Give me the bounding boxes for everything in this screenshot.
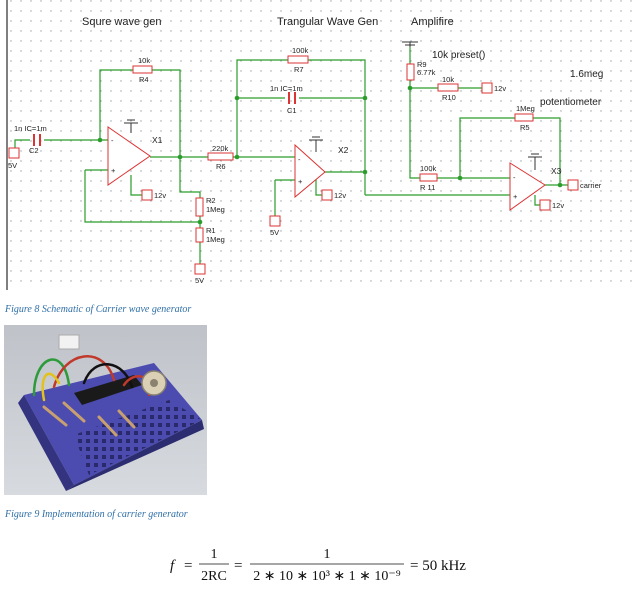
x3-minus-pin: - (513, 173, 516, 182)
c1-ref: C1 (287, 106, 297, 115)
eq-den1: 2RC (201, 569, 227, 584)
schematic-figure: Squre wave gen Trangular Wave Gen Amplif… (6, 0, 633, 290)
breadboard-photo (4, 325, 207, 495)
r7-ref: R7 (294, 65, 304, 74)
eq-num2: 1 (324, 547, 331, 562)
title-square-wave: Squre wave gen (82, 16, 162, 28)
eq-equals: = (184, 558, 192, 574)
eq-den2: 2 ∗ 10 ∗ 10³ ∗ 1 ∗ 10⁻⁹ (253, 569, 401, 584)
r9-value: 6.77k (417, 68, 436, 77)
r11-ref: R 11 (420, 183, 435, 192)
frequency-equation: f = 1 2RC = 1 2 ∗ 10 ∗ 10³ ∗ 1 ∗ 10⁻⁹ = … (170, 547, 466, 584)
source-label-12v-x2: 12v (334, 191, 346, 200)
x2-minus-pin: - (298, 155, 301, 164)
note-potentiometer: potentiometer (540, 97, 602, 108)
r11-value: 100k (420, 164, 437, 173)
opamp-x3-symbol (509, 162, 546, 211)
r6-value: 220k (212, 144, 229, 153)
opamp-x3-label: X3 (551, 166, 562, 176)
eq-equals2: = (234, 558, 242, 574)
source-label-12v-x3: 12v (552, 201, 564, 210)
title-amplifier: Amplifire (411, 16, 454, 28)
x2-plus-pin: + (298, 177, 303, 186)
r10-value: 10k (442, 75, 454, 84)
r10-ref: R10 (442, 93, 456, 102)
eq-lhs: f (170, 558, 176, 574)
x3-plus-pin: + (513, 192, 518, 201)
c2-value: 1n IC=1m (14, 124, 47, 133)
figure-8-caption: Figure 8 Schematic of Carrier wave gener… (5, 304, 192, 315)
eq-result: = 50 kHz (410, 558, 466, 574)
x1-plus-pin: + (111, 166, 116, 175)
x1-minus-pin: - (111, 136, 114, 145)
opamp-x1-label: X1 (152, 135, 163, 145)
c2-ref: C2 (29, 146, 39, 155)
source-label-12v-x1: 12v (154, 191, 166, 200)
opamp-x2-label: X2 (338, 145, 349, 155)
r2-value: 1Meg (206, 205, 225, 214)
opamp-x1-symbol (107, 126, 151, 186)
opamp-x2-symbol (294, 143, 326, 199)
note-1-6meg: 1.6meg (570, 69, 603, 80)
r2-ref: R2 (206, 196, 216, 205)
r5-value: 1Meg (516, 104, 535, 113)
r6-ref: R6 (216, 162, 226, 171)
figure-9-caption: Figure 9 Implementation of carrier gener… (5, 509, 188, 520)
note-10k-preset: 10k preset() (432, 50, 485, 61)
r9-ref: R9 (417, 60, 427, 69)
eq-num1: 1 (211, 547, 218, 562)
source-label-5v-r1: 5V (195, 276, 204, 285)
source-label-5v-x2: 5V (270, 228, 279, 237)
r1-ref: R1 (206, 226, 216, 235)
r1-value: 1Meg (206, 235, 225, 244)
c1-value: 1n IC=1m (270, 84, 303, 93)
r7-value: 100k (292, 46, 309, 55)
title-triangular-wave: Trangular Wave Gen (277, 16, 378, 28)
output-carrier-label: carrier (580, 181, 602, 190)
r4-ref: R4 (139, 75, 149, 84)
r5-ref: R5 (520, 123, 530, 132)
source-label-5v-c2: 5V (8, 161, 17, 170)
source-label-12v-r10: 12v (494, 84, 506, 93)
r4-value: 10k (138, 56, 150, 65)
